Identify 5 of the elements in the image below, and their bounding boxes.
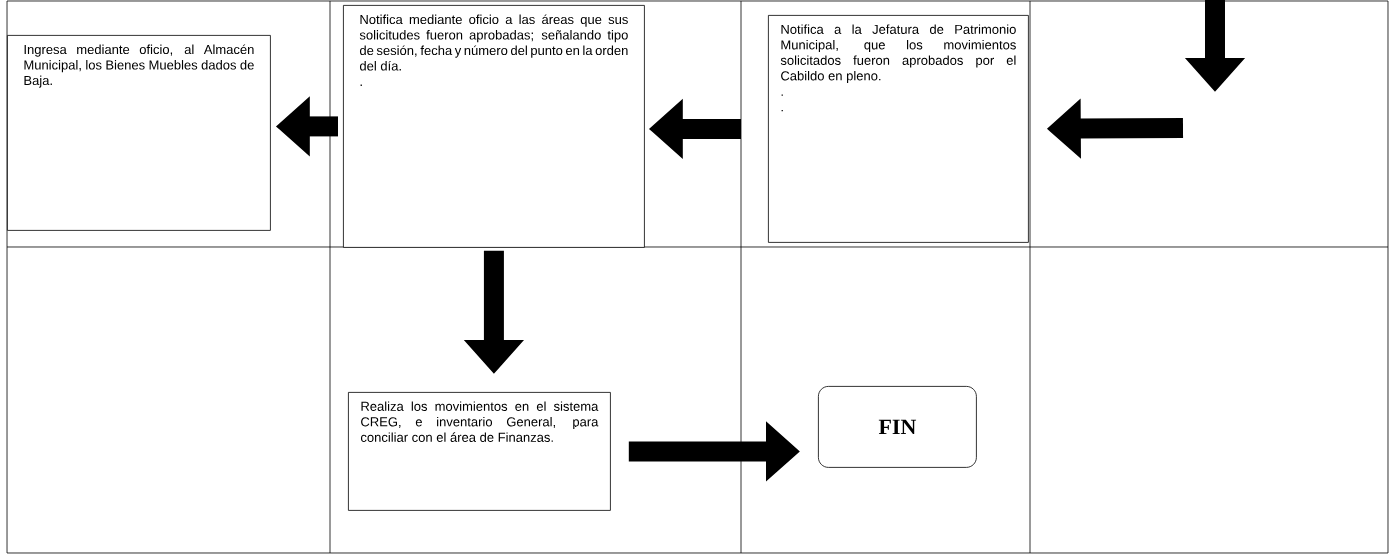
process-box: Notifica mediante oficio a las áreas que sus solicitudes fueron aprobadas; señalando tipo de sesión, fecha y número del punto en la orden del día. . [343, 5, 645, 248]
process-box: Notifica a la Jefatura de Patrimonio Municipal, que los movimientos solicitados fueron aprobados por el Cabildo en pleno. . . [768, 15, 1029, 243]
end-terminal: FIN [818, 386, 977, 468]
process-box: Ingresa mediante oficio, al Almacén Municipal, los Bienes Muebles dados de Baja. [7, 35, 271, 231]
process-box: Realiza los movimientos en el sistema CREG, e inventario General, para conciliar con el área de Finanzas. [348, 392, 611, 511]
